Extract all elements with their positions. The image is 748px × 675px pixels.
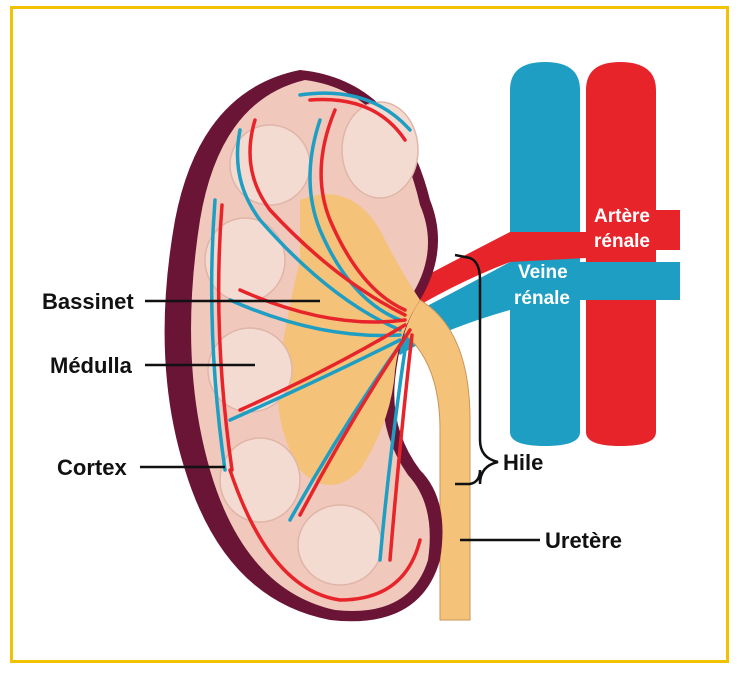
label-uretere: Uretère xyxy=(545,528,622,553)
label-artere-2: rénale xyxy=(594,231,650,252)
pyramid-6 xyxy=(298,505,382,585)
label-cortex: Cortex xyxy=(57,455,127,480)
label-veine-1: Veine xyxy=(518,262,568,283)
pyramid-2 xyxy=(230,125,310,205)
label-hile: Hile xyxy=(503,450,543,475)
label-veine-2: rénale xyxy=(514,288,570,309)
label-medulla: Médulla xyxy=(50,353,133,378)
renal-artery xyxy=(586,62,656,446)
label-bassinet: Bassinet xyxy=(42,289,134,314)
label-artere-1: Artère xyxy=(594,206,650,227)
